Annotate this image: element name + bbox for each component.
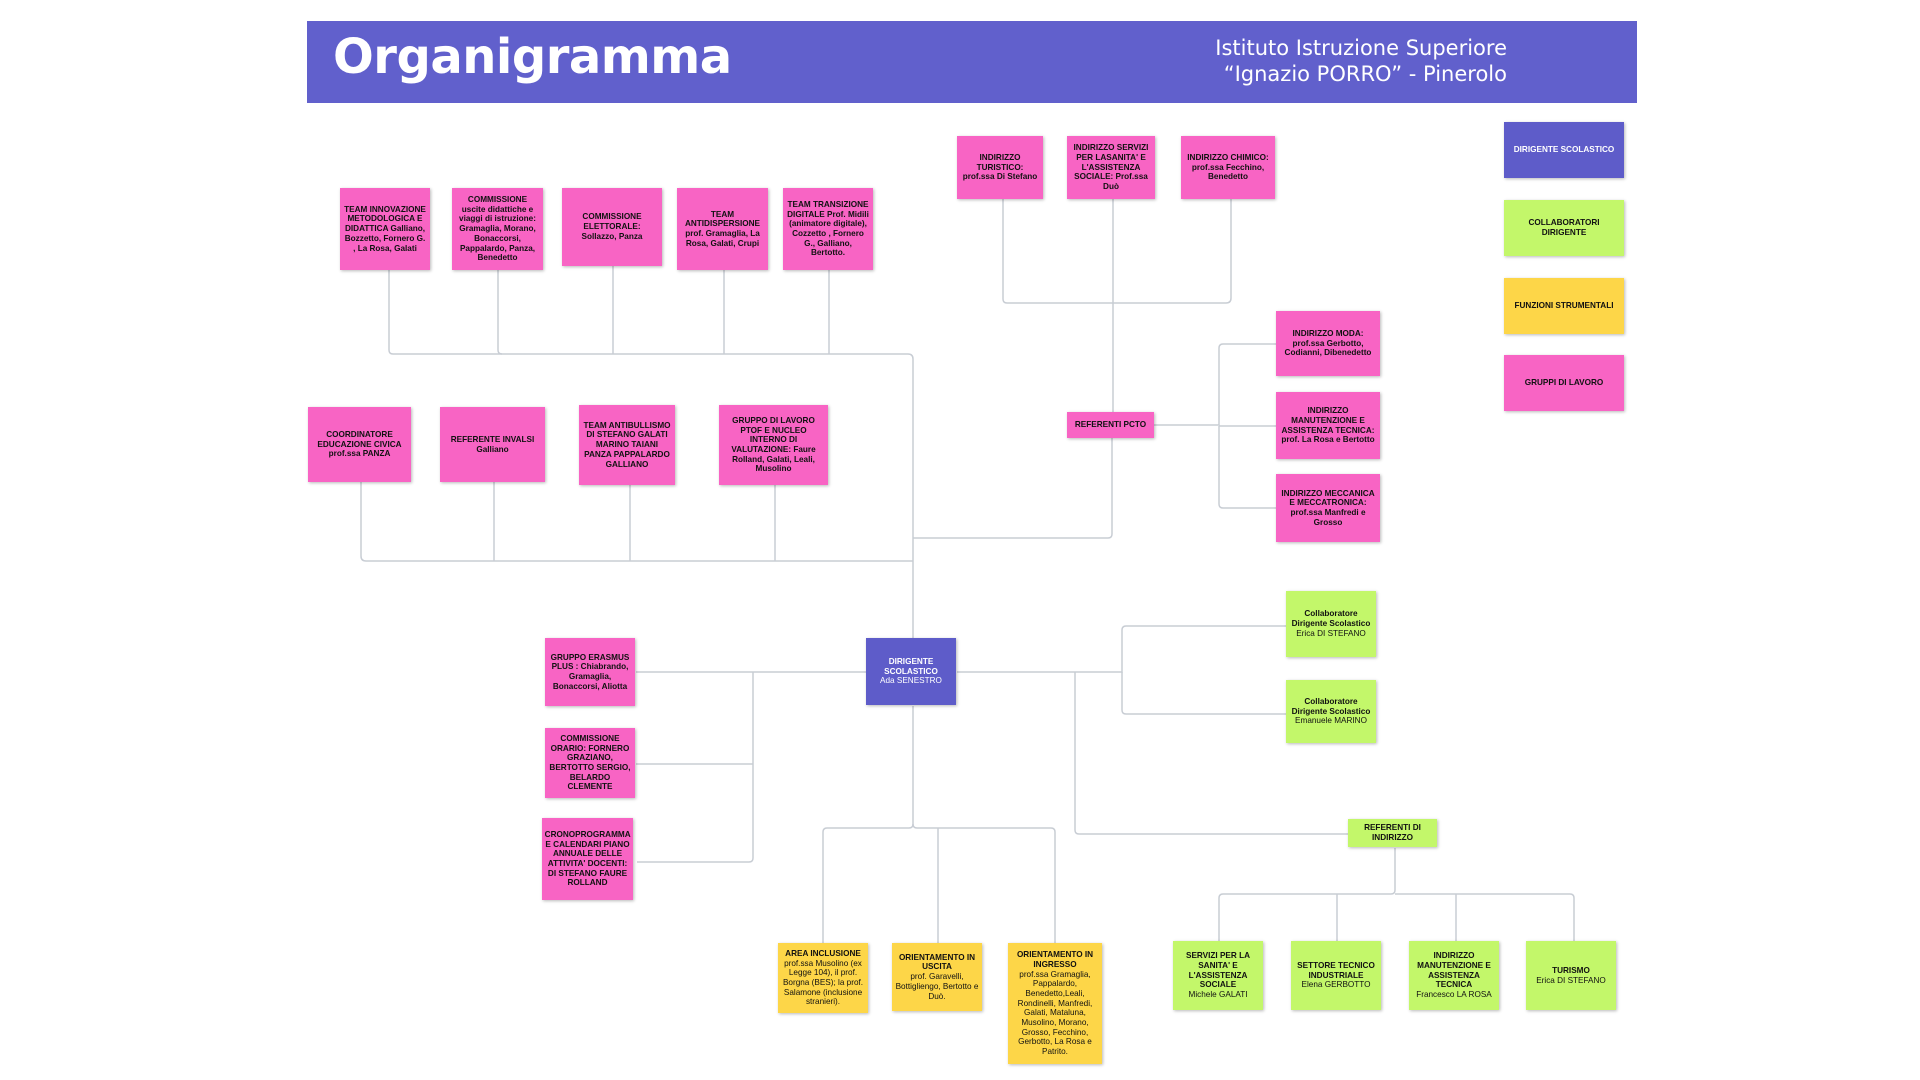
institute-name: Istituto Istruzione Superiore “Ignazio P…: [1215, 35, 1507, 87]
node-coordinatore-civica: COORDINATORE EDUCAZIONE CIVICA prof.ssa …: [308, 407, 411, 482]
connector-coordinatore-civica: [360, 482, 913, 562]
header-banner: Organigramma Istituto Istruzione Superio…: [307, 21, 1637, 103]
legend-gruppi-di-lavoro: GRUPPI DI LAVORO: [1504, 355, 1624, 411]
node-referenti-pcto: REFERENTI PCTO: [1067, 412, 1154, 438]
connector-collaboratori: [957, 625, 1287, 673]
node-commissione-uscite: COMMISSIONE uscite didattiche e viaggi d…: [452, 188, 543, 270]
node-indirizzo-moda: INDIRIZZO MODA: prof.ssa Gerbotto, Codia…: [1276, 311, 1380, 376]
node-commissione-elettorale: COMMISSIONE ELETTORALE: Sollazzo, Panza: [562, 188, 662, 266]
connector-indirizzo-branches-right: [1395, 893, 1575, 943]
connector-pcto-branches: [1154, 343, 1278, 426]
node-referenti-indirizzo: REFERENTI DI INDIRIZZO: [1348, 819, 1437, 847]
node-indirizzo-turistico: INDIRIZZO TURISTICO: prof.ssa Di Stefano: [957, 136, 1043, 199]
connector-referenti-pcto: [913, 436, 1113, 539]
connector-collaboratore-2: [1121, 672, 1287, 715]
node-indirizzo-manutenzione-ref: INDIRIZZO MANUTENZIONE E ASSISTENZA TECN…: [1409, 941, 1499, 1010]
connector-orario-crono: [637, 672, 754, 863]
page-title: Organigramma: [333, 29, 732, 85]
connector-indirizzo-turistico: [1002, 199, 1232, 304]
node-servizi-sanita: SERVIZI PER LA SANITA' E L'ASSISTENZA SO…: [1173, 941, 1263, 1010]
connector-team-innovazione: [388, 270, 914, 660]
legend-funzioni-strumentali: FUNZIONI STRUMENTALI: [1504, 278, 1624, 334]
connector-referenti-indirizzo: [1074, 672, 1350, 835]
connector-commissione-uscite: [497, 270, 503, 355]
connector-indirizzo-meccanica: [1218, 426, 1278, 509]
connector-funzioni: [822, 706, 914, 945]
legend-dirigente: DIRIGENTE SCOLASTICO: [1504, 122, 1624, 178]
connector-indirizzo-branches: [1218, 848, 1396, 943]
node-indirizzo-manutenzione: INDIRIZZO MANUTENZIONE E ASSISTENZA TECN…: [1276, 392, 1380, 459]
legend-collaboratori: COLLABORATORI DIRIGENTE: [1504, 200, 1624, 256]
node-indirizzo-chimico: INDIRIZZO CHIMICO: prof.ssa Fecchino, Be…: [1181, 136, 1275, 199]
node-referente-invalsi: REFERENTE INVALSI Galliano: [440, 407, 545, 482]
node-gruppo-erasmus: GRUPPO ERASMUS PLUS : Chiabrando, Gramag…: [545, 638, 635, 706]
institute-line-2: “Ignazio PORRO” - Pinerolo: [1223, 62, 1507, 86]
node-team-innovazione: TEAM INNOVAZIONE METODOLOGICA E DIDATTIC…: [340, 188, 430, 270]
node-cronoprogramma: CRONOPROGRAMMA E CALENDARI PIANO ANNUALE…: [542, 818, 633, 900]
node-indirizzo-meccanica: INDIRIZZO MECCANICA E MECCATRONICA: prof…: [1276, 474, 1380, 542]
node-team-antidispersione: TEAM ANTIDISPERSIONE prof. Gramaglia, La…: [677, 188, 768, 270]
node-commissione-orario: COMMISSIONE ORARIO: FORNERO GRAZIANO, BE…: [545, 728, 635, 798]
node-team-antibullismo: TEAM ANTIBULLISMO DI STEFANO GALATI MARI…: [579, 405, 675, 485]
node-gruppo-ptof: GRUPPO DI LAVORO PTOF E NUCLEO INTERNO D…: [719, 405, 828, 485]
node-team-transizione: TEAM TRANSIZIONE DIGITALE Prof. Midili (…: [783, 188, 873, 270]
institute-line-1: Istituto Istruzione Superiore: [1215, 36, 1507, 60]
connector-funzioni-right: [912, 823, 1056, 945]
node-indirizzo-servizi: INDIRIZZO SERVIZI PER LASANITA' E L'ASSI…: [1067, 136, 1155, 199]
